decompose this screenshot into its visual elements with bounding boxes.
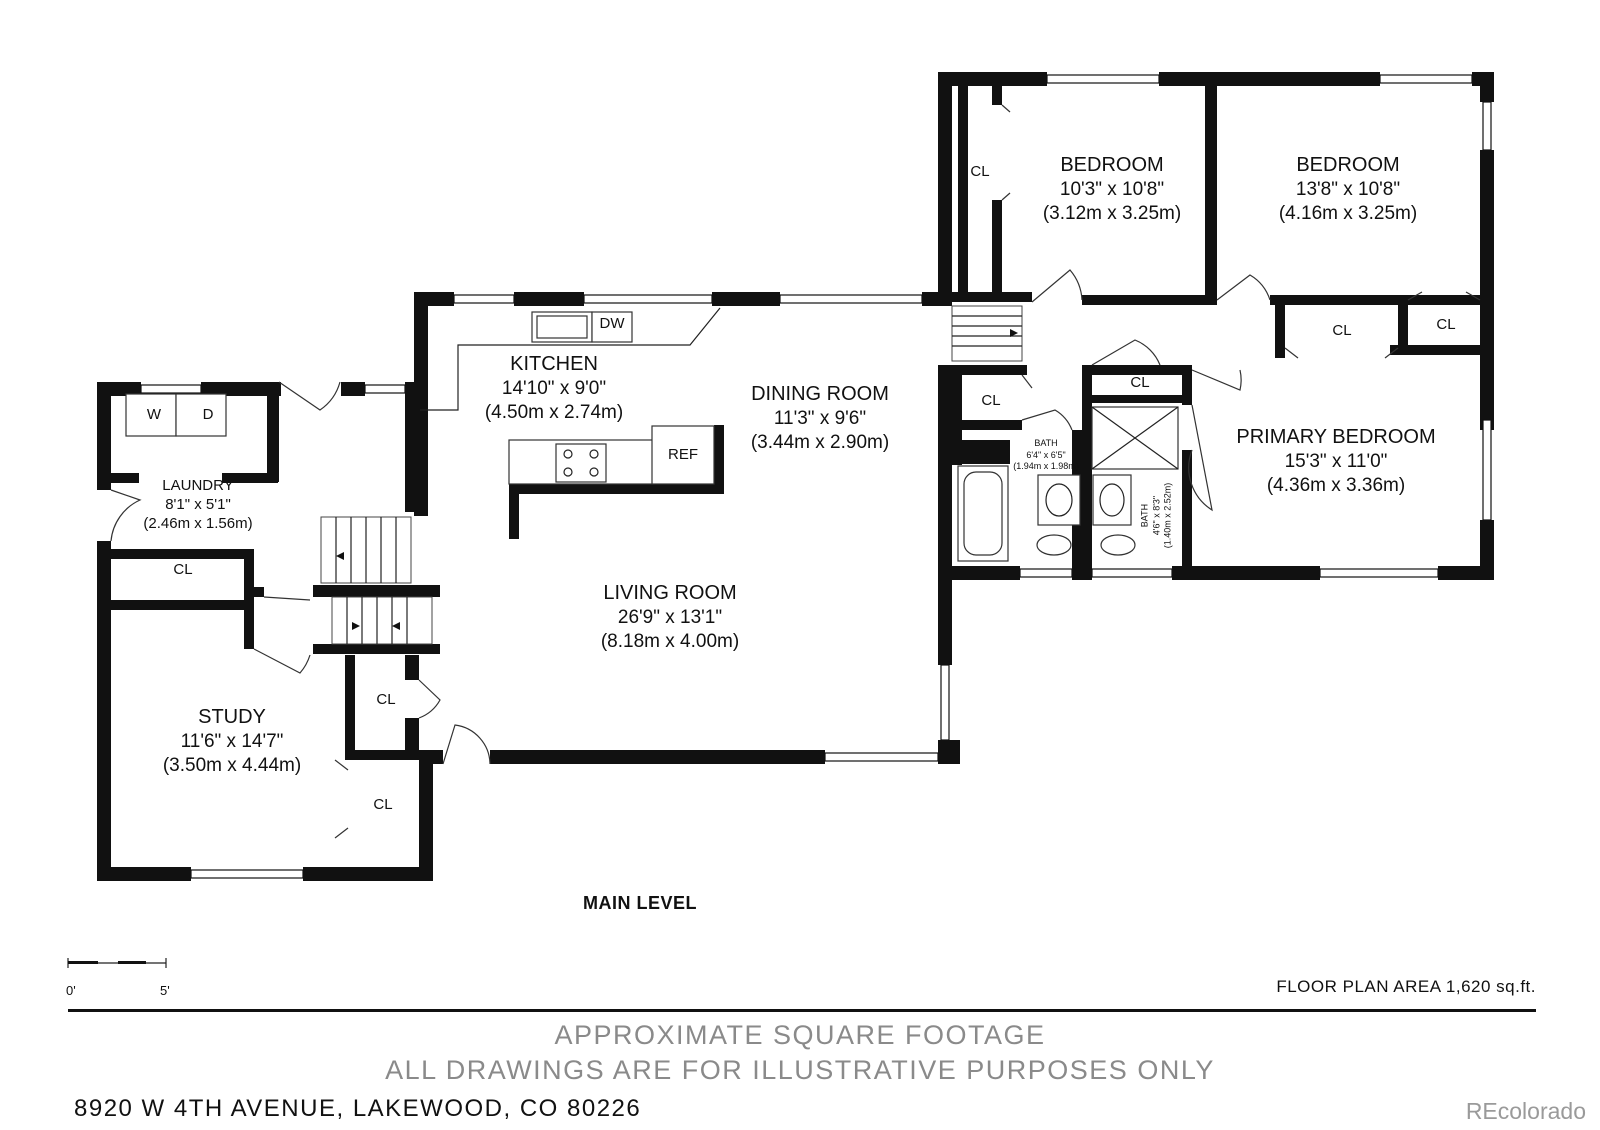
laundry-fixtures: [125, 393, 227, 437]
room-name: BEDROOM: [1296, 154, 1400, 176]
kitchen-label: KITCHEN 14'10" x 9'0" (4.50m x 2.74m): [485, 352, 623, 425]
room-dimensions-metric: (8.18m x 4.00m): [600, 630, 740, 652]
room-dimensions-imperial: 13'8" x 10'8": [1295, 179, 1401, 200]
closet-label: CL: [1332, 322, 1352, 339]
room-name: DINING ROOM: [751, 383, 889, 405]
closet-label: CL: [1130, 374, 1150, 391]
room-dimensions-imperial: 11'3" x 9'6": [773, 408, 867, 429]
bath-1-label: BATH 6'4" x 6'5" (1.94m x 1.98m): [1013, 438, 1079, 473]
scale-end-label: 5': [160, 983, 170, 998]
room-dimensions-metric: (3.44m x 2.90m): [750, 431, 890, 453]
scale-bar: [67, 958, 167, 968]
dryer-label: D: [202, 406, 214, 423]
bath-2-label: BATH 4'6" x 8'3" (1.40m x 2.52m): [1139, 471, 1174, 561]
brand-watermark: REcolorado: [1465, 1098, 1586, 1124]
level-title: MAIN LEVEL: [582, 893, 698, 913]
closet-label: CL: [173, 561, 193, 578]
right-stairs: [951, 305, 1023, 362]
room-dimensions-imperial: 6'4" x 6'5": [1026, 449, 1066, 460]
kitchen-fixtures: [420, 307, 721, 485]
room-dimensions-metric: (3.50m x 4.44m): [162, 754, 302, 776]
living-room-label: LIVING ROOM 26'9" x 13'1" (8.18m x 4.00m…: [601, 581, 739, 654]
room-dimensions-metric: (4.16m x 3.25m): [1278, 202, 1418, 224]
room-dimensions-metric: (4.50m x 2.74m): [484, 401, 624, 423]
room-name: PRIMARY BEDROOM: [1236, 426, 1436, 448]
room-dimensions-metric: (4.36m x 3.36m): [1266, 474, 1406, 496]
closet-label: CL: [376, 691, 396, 708]
right-wing-walls: [945, 72, 1494, 580]
room-name: BEDROOM: [1060, 154, 1164, 176]
room-dimensions-metric: (2.46m x 1.56m): [143, 514, 253, 532]
scale-start-label: 0': [66, 983, 76, 998]
floor-plan-area: FLOOR PLAN AREA 1,620 sq.ft.: [1276, 977, 1536, 996]
dining-room-label: DINING ROOM 11'3" x 9'6" (3.44m x 2.90m): [751, 382, 889, 455]
room-dimensions-metric: (1.40m x 2.52m): [1162, 482, 1173, 549]
room-dimensions-imperial: 26'9" x 13'1": [617, 607, 723, 628]
property-address: 8920 W 4TH AVENUE, LAKEWOOD, CO 80226: [74, 1095, 642, 1122]
room-name: BATH: [1139, 503, 1150, 528]
laundry-label: LAUNDRY 8'1" x 5'1" (2.46m x 1.56m): [143, 477, 252, 533]
refrigerator-label: REF: [668, 446, 698, 463]
room-dimensions-imperial: 11'6" x 14'7": [180, 731, 284, 752]
room-name: KITCHEN: [510, 353, 598, 375]
closet-label: CL: [981, 392, 1001, 409]
closet-label: CL: [970, 163, 990, 180]
closet-label: CL: [373, 796, 393, 813]
bedroom-3-label: BEDROOM 13'8" x 10'8" (4.16m x 3.25m): [1279, 153, 1417, 226]
study-label: STUDY 11'6" x 14'7" (3.50m x 4.44m): [163, 705, 301, 778]
room-dimensions-imperial: 10'3" x 10'8": [1059, 179, 1165, 200]
closet-label: CL: [1436, 316, 1456, 333]
left-stairs: [320, 516, 433, 645]
room-name: LAUNDRY: [162, 477, 234, 494]
room-dimensions-imperial: 15'3" x 11'0": [1284, 451, 1388, 472]
door-swings: [110, 104, 1481, 839]
primary-bedroom-label: PRIMARY BEDROOM 15'3" x 11'0" (4.36m x 3…: [1236, 425, 1435, 498]
disclaimer-line-2: ALL DRAWINGS ARE FOR ILLUSTRATIVE PURPOS…: [385, 1055, 1215, 1085]
bedroom-2-label: BEDROOM 10'3" x 10'8" (3.12m x 3.25m): [1043, 153, 1181, 226]
dishwasher-label: DW: [599, 315, 625, 332]
room-dimensions-imperial: 14'10" x 9'0": [501, 378, 607, 399]
central-walls: [414, 72, 960, 764]
room-name: STUDY: [198, 706, 266, 728]
bath-fixtures: [957, 406, 1179, 562]
room-dimensions-imperial: 8'1" x 5'1": [165, 495, 231, 513]
left-wing-walls: [97, 296, 825, 881]
room-name: BATH: [1034, 438, 1058, 448]
footer-divider: [68, 1009, 1536, 1012]
room-dimensions-metric: (3.12m x 3.25m): [1042, 202, 1182, 224]
washer-label: W: [146, 406, 162, 423]
room-dimensions-metric: (1.94m x 1.98m): [1013, 461, 1079, 472]
room-dimensions-imperial: 4'6" x 8'3": [1151, 495, 1162, 536]
disclaimer-line-1: APPROXIMATE SQUARE FOOTAGE: [554, 1020, 1046, 1050]
room-name: LIVING ROOM: [603, 582, 737, 604]
